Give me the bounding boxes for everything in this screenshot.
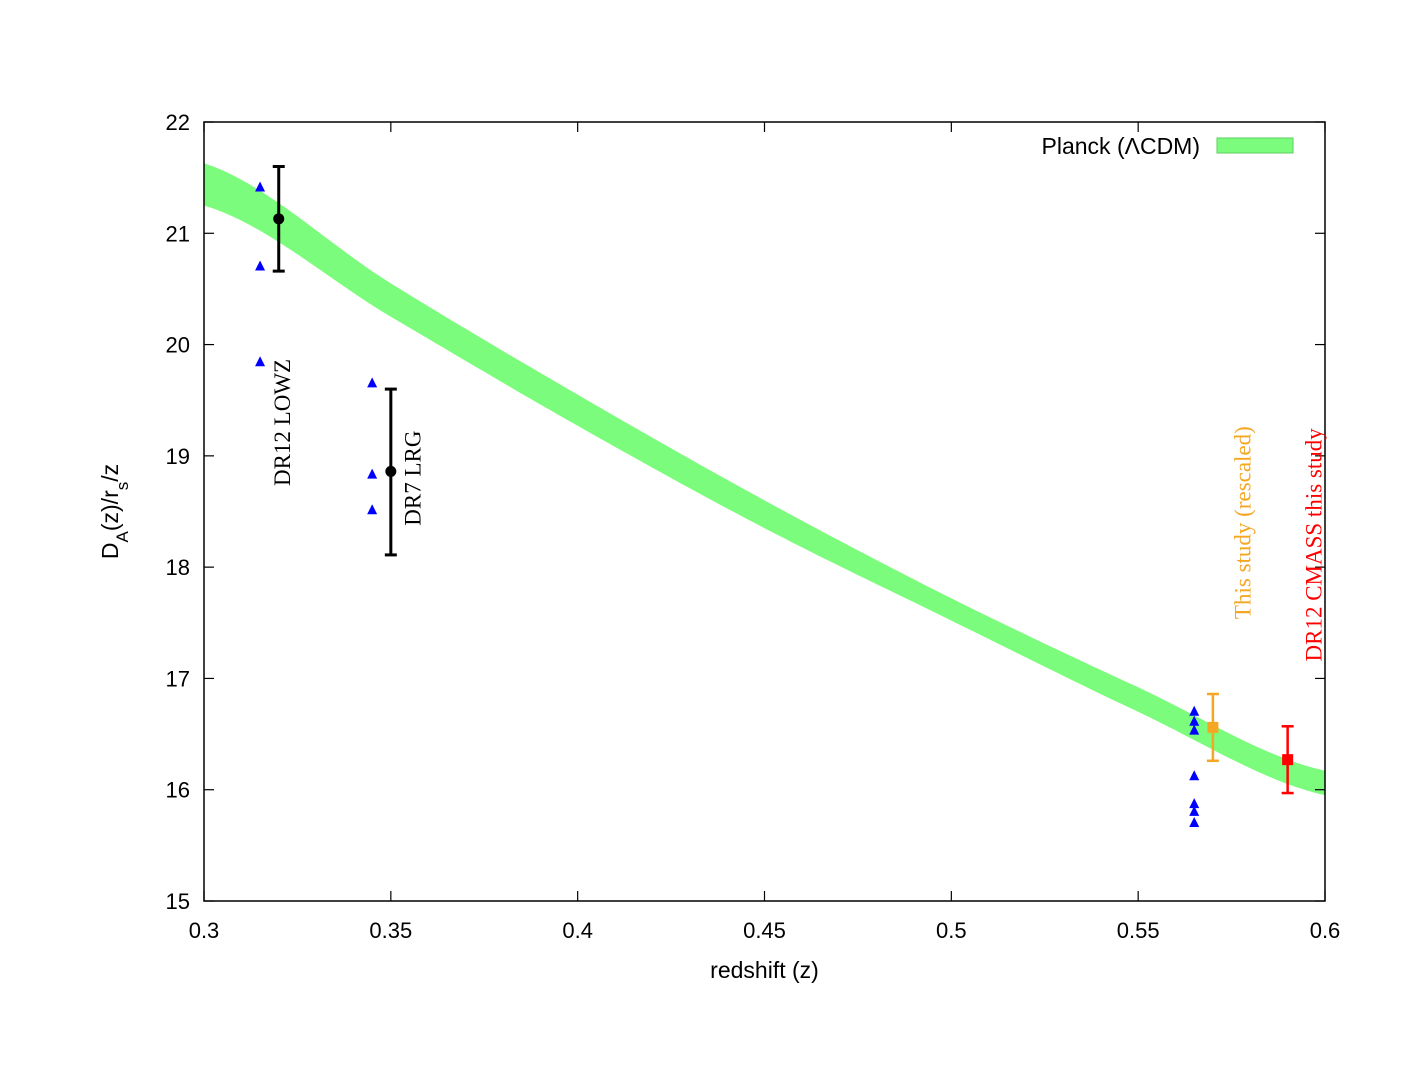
data-points [255, 165, 1294, 827]
series-this-study-rescaled- [1206, 692, 1219, 763]
triangle-marker [1189, 770, 1200, 781]
x-tick-label: 0.35 [369, 918, 412, 943]
legend-label: Planck (ΛCDM) [1042, 133, 1200, 159]
series-markers [255, 181, 1200, 827]
series-dr7-lrg [384, 387, 397, 557]
triangle-marker [255, 181, 266, 192]
y-tick-label: 19 [166, 444, 190, 469]
series-dr12-lowz [272, 165, 285, 273]
x-tick-label: 0.5 [936, 918, 967, 943]
x-tick-label: 0.55 [1117, 918, 1160, 943]
x-tick-label: 0.3 [189, 918, 220, 943]
triangle-marker [1189, 798, 1200, 809]
triangle-marker [1189, 816, 1200, 827]
triangle-marker [367, 504, 378, 515]
planck-band [204, 163, 1325, 796]
triangle-marker [1189, 715, 1200, 726]
axis-ticks: 0.3 0.35 0.4 0.45 0.5 0.55 0.6 15 16 17 18 19 20 21 22 [166, 110, 1341, 943]
triangle-marker [1189, 705, 1200, 716]
data-point [1207, 721, 1219, 733]
triangle-marker [255, 356, 266, 367]
y-tick-label: 18 [166, 555, 190, 580]
y-tick-label: 21 [166, 221, 190, 246]
data-point [1282, 754, 1294, 766]
y-tick-label: 20 [166, 333, 190, 358]
triangle-marker [367, 468, 378, 479]
data-point [273, 213, 285, 225]
annotation-label: This study (rescaled) [1230, 426, 1255, 619]
y-tick-label: 15 [166, 889, 190, 914]
x-axis-title: redshift (z) [710, 957, 819, 983]
x-tick-label: 0.4 [562, 918, 593, 943]
legend: Planck (ΛCDM) [1042, 133, 1294, 159]
y-axis-title: DA(z)/rs/z [97, 464, 132, 559]
series-dr12-cmass-this-study [1281, 725, 1294, 795]
triangle-marker [1189, 805, 1200, 816]
x-tick-label: 0.45 [743, 918, 786, 943]
annotation-label: DR12 LOWZ [270, 359, 295, 486]
annotation-label: DR12 CMASS this study [1301, 428, 1326, 662]
y-tick-label: 16 [166, 778, 190, 803]
data-point [385, 465, 397, 477]
legend-swatch [1216, 137, 1294, 154]
planck-band-layer [204, 163, 1325, 796]
triangle-marker [255, 260, 266, 271]
y-tick-label: 22 [166, 110, 190, 135]
annotation-label: DR7 LRG [401, 431, 426, 526]
triangle-marker [1189, 724, 1200, 735]
x-tick-label: 0.6 [1310, 918, 1341, 943]
triangle-marker [367, 377, 378, 388]
annotations: DR12 LOWZ DR7 LRG This study (rescaled) DR1… [270, 359, 1326, 662]
y-tick-label: 17 [166, 666, 190, 691]
